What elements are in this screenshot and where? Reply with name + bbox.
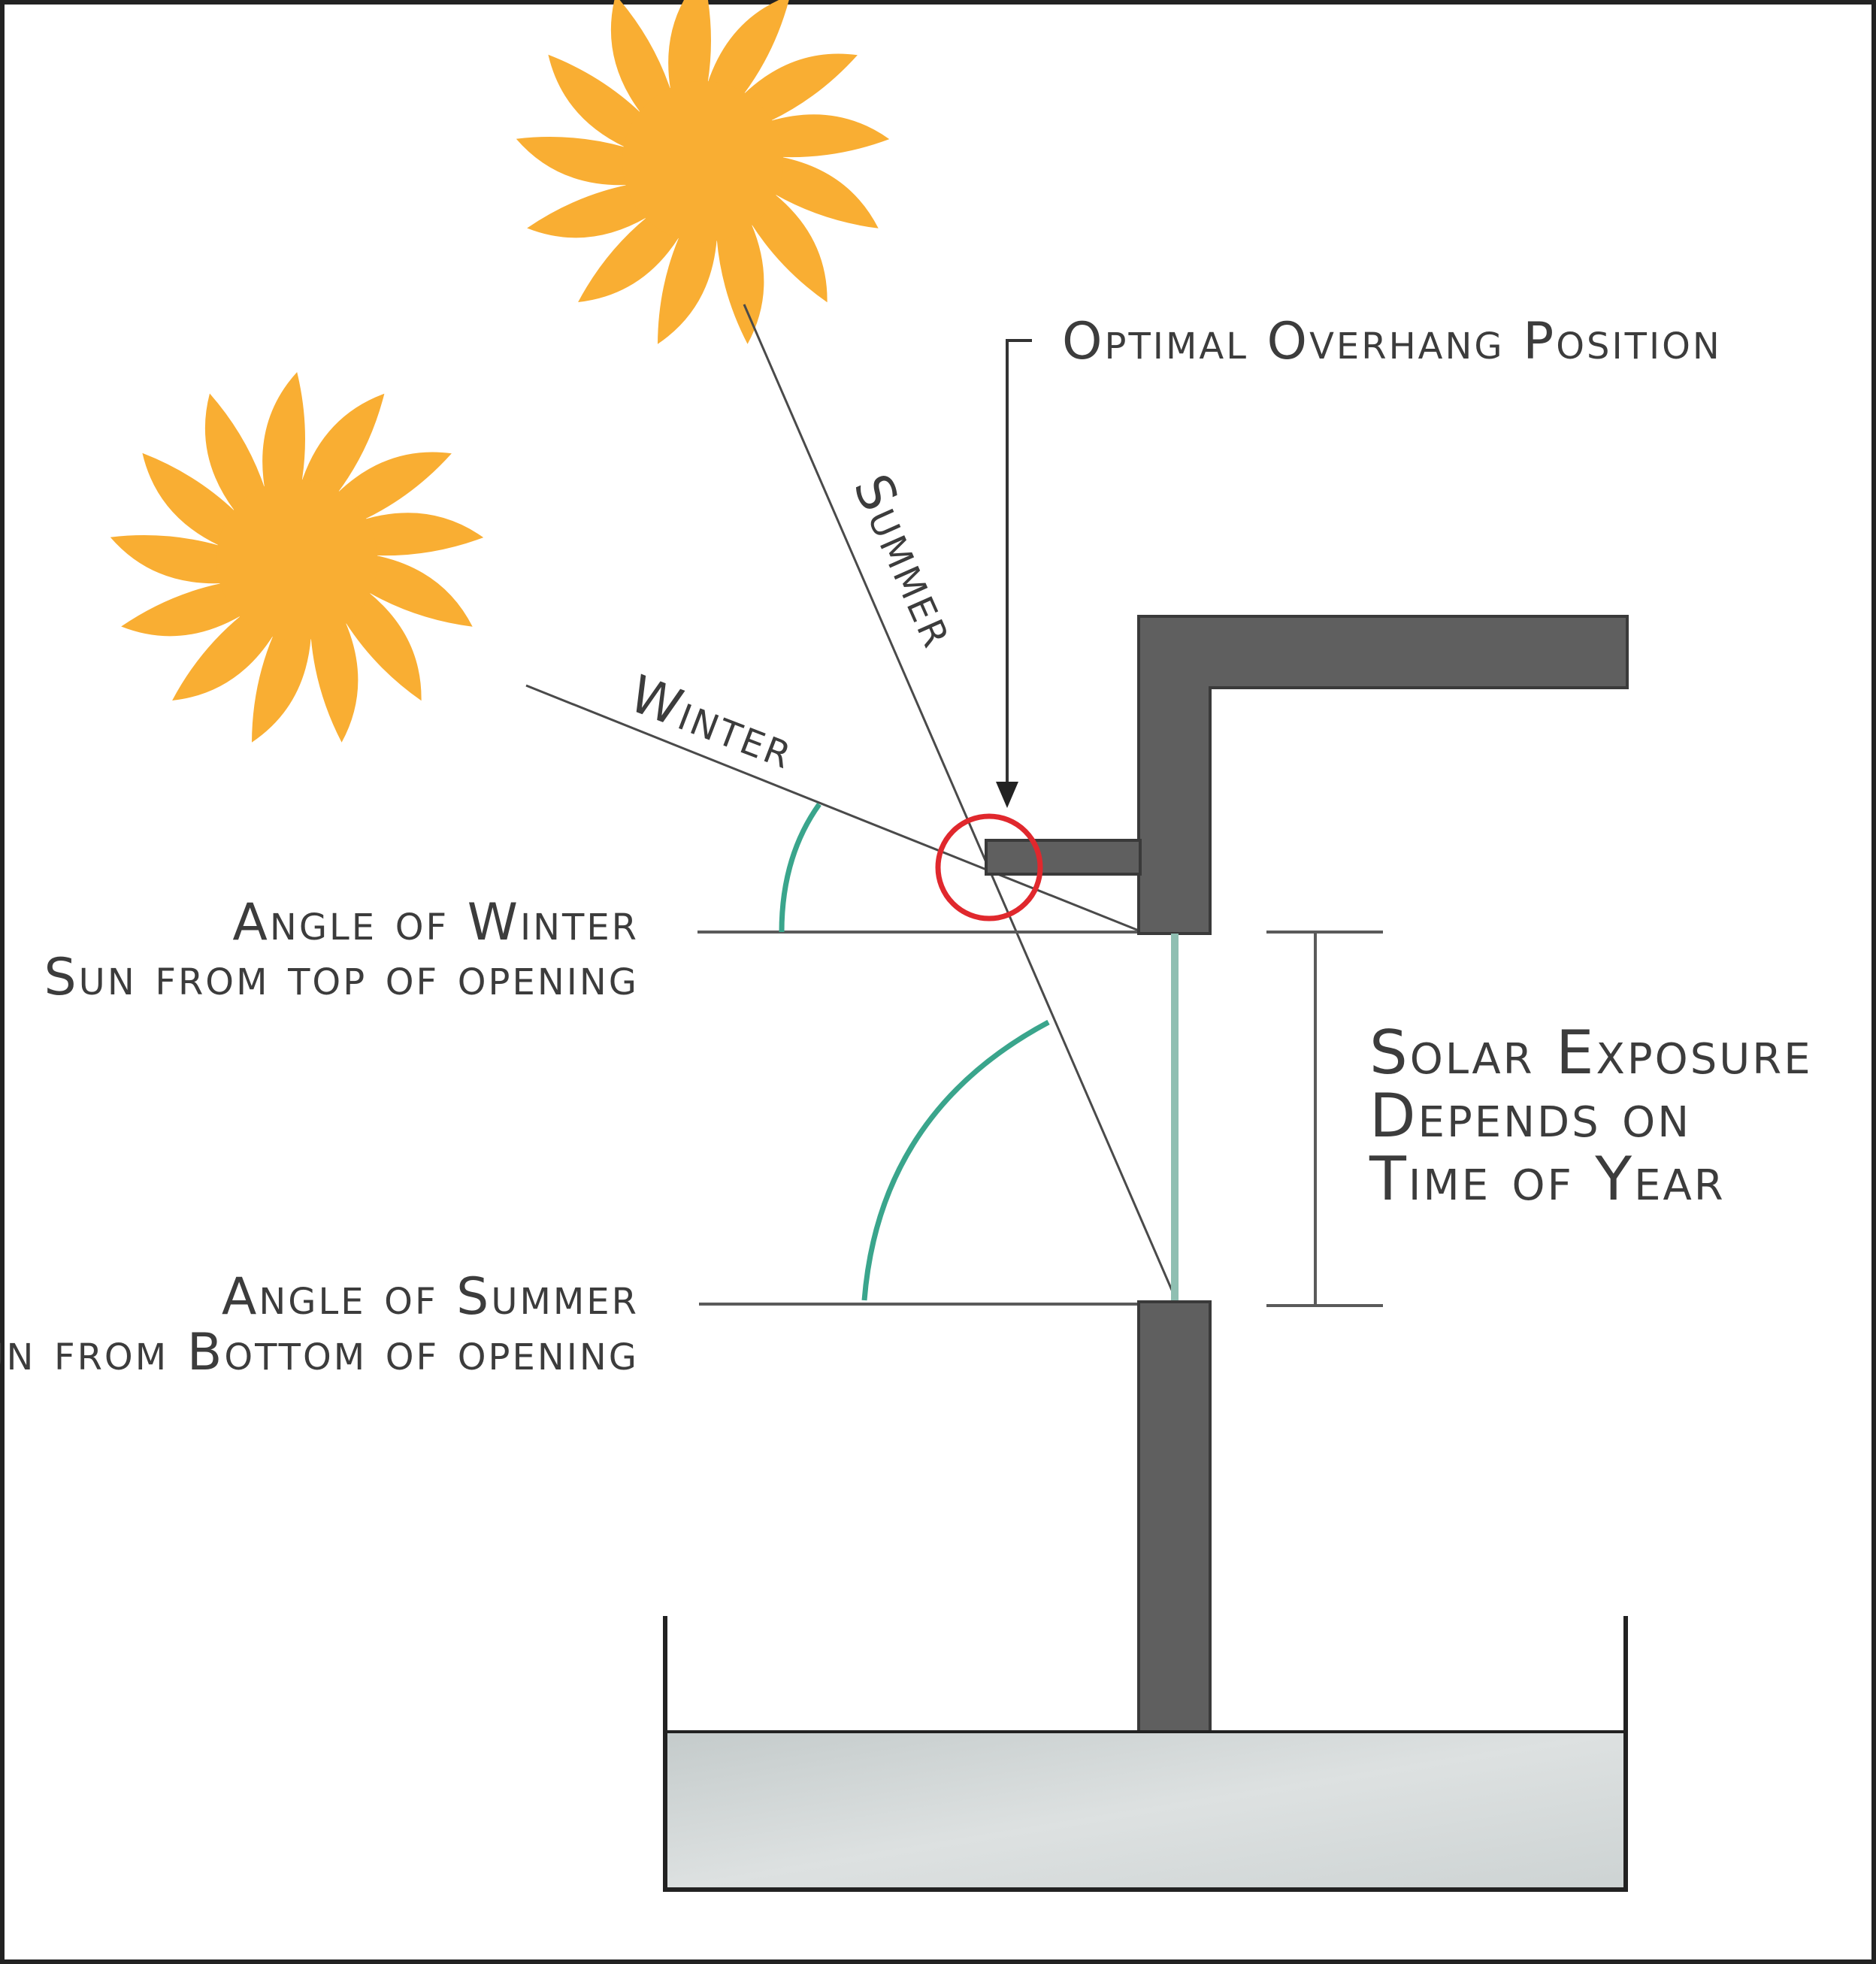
exposure-label-line3: Time of Year <box>1369 1144 1726 1214</box>
winter-angle-arc <box>779 802 822 933</box>
exposure-label-line1: Solar Exposure <box>1369 1018 1813 1088</box>
optimal-overhang-label: Optimal Overhang Position <box>1062 312 1722 371</box>
wall-and-roof <box>1137 615 1629 935</box>
overhang <box>985 839 1142 876</box>
summer-sun-icon <box>516 0 890 344</box>
optimal-overhang-highlight <box>935 813 1043 921</box>
lower-wall <box>1137 1300 1212 1733</box>
winter-sun-icon <box>110 372 484 743</box>
winter-angle-label-line2: Sun from top of opening <box>44 948 639 1007</box>
foundation-outline <box>663 1616 1628 1892</box>
optimal-overhang-leader <box>1006 339 1032 789</box>
ground-slab <box>665 1732 1626 1890</box>
winter-sun-disc <box>216 479 378 641</box>
optimal-overhang-arrow-icon <box>996 782 1018 808</box>
window-glass <box>1171 934 1179 1302</box>
summer-angle-label-line2: Sun from Bottom of opening <box>0 1323 639 1382</box>
exposure-label-line2: Depends on <box>1369 1081 1691 1151</box>
winter-sun-ray <box>525 684 1143 934</box>
summer-angle-arc <box>861 1019 1050 1301</box>
winter-angle-label-line1: Angle of Winter <box>232 893 639 952</box>
summer-sun-disc <box>622 80 784 243</box>
summer-angle-label-line1: Angle of Summer <box>222 1267 639 1327</box>
summer-sun-ray <box>743 304 1178 1301</box>
